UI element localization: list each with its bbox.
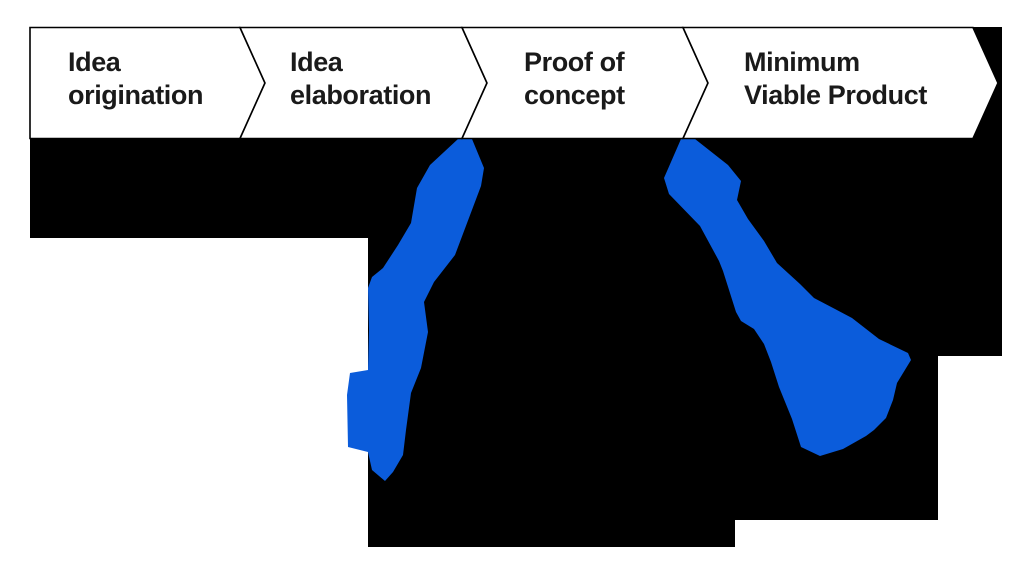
chevron-stage-4-arrow [681, 26, 999, 140]
stage-label-line: elaboration [290, 80, 432, 110]
stage-label-minimum-viable-product: Minimum Viable Product [744, 46, 927, 112]
stage-label-idea-origination: Idea origination [68, 46, 203, 112]
stage-label-line: origination [68, 80, 204, 110]
stage-label-line: Proof of [524, 47, 625, 77]
stage-label-line: Idea [290, 47, 343, 77]
chevron-bar [29, 26, 999, 140]
stage-label-line: Viable Product [744, 80, 927, 110]
stage-label-line: Minimum [744, 47, 860, 77]
stage-label-idea-elaboration: Idea elaboration [290, 46, 432, 112]
blue-marker-stroke-right [664, 139, 911, 456]
black-backdrop-shape [30, 27, 1002, 547]
stage-label-proof-of-concept: Proof of concept [524, 46, 625, 112]
stage-label-line: concept [524, 80, 625, 110]
blue-marker-stroke-left [347, 139, 484, 481]
stage-label-line: Idea [68, 47, 121, 77]
